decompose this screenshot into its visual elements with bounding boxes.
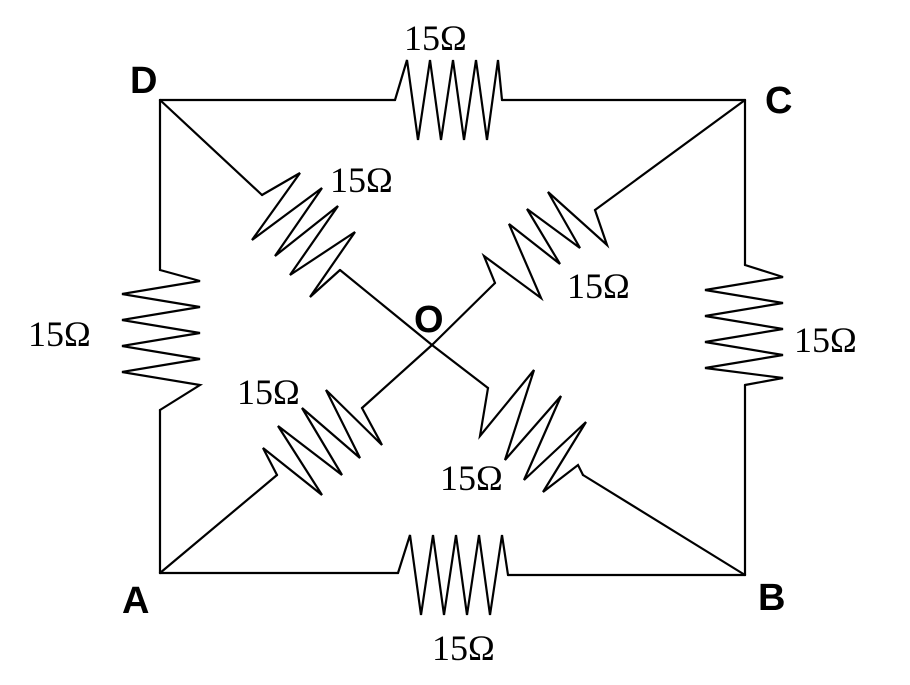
outer-wires [158, 98, 747, 577]
resistor-d-to-o [251, 172, 356, 298]
resistor-a-to-o [262, 389, 383, 496]
node-labels: D C A B O [122, 60, 792, 622]
wire-resistor-to-c [593, 98, 747, 212]
label-resistor-top: 15Ω [404, 18, 467, 58]
wire-d-to-resistor [158, 98, 264, 197]
label-resistor-o-to-c: 15Ω [567, 266, 630, 306]
label-resistor-right: 15Ω [794, 320, 857, 360]
resistor-o-to-b [478, 369, 587, 493]
wire-o-to-resistor-lower [430, 343, 490, 390]
node-label-a: A [122, 580, 149, 622]
label-resistor-o-to-b: 15Ω [440, 458, 503, 498]
node-label-c: C [765, 80, 792, 122]
resistor-right [704, 263, 784, 387]
node-label-o: O [414, 299, 444, 341]
label-resistor-left: 15Ω [28, 314, 91, 354]
wire-o-to-resistor-right [430, 281, 497, 347]
wire-a-to-resistor [158, 473, 279, 575]
label-resistor-a-to-o: 15Ω [237, 372, 300, 412]
wire-resistor-to-o-upper [338, 268, 434, 347]
node-label-b: B [758, 577, 785, 619]
diagonal-wires [158, 98, 747, 577]
resistor-bottom [396, 534, 510, 616]
wire-resistor-to-o-left [360, 343, 434, 410]
resistor-top [393, 59, 504, 141]
outer-resistors [121, 59, 784, 616]
resistor-left [121, 268, 204, 412]
resistor-labels: 15Ω 15Ω 15Ω 15Ω 15Ω 15Ω 15Ω 15Ω [28, 18, 857, 668]
label-resistor-d-to-o: 15Ω [330, 160, 393, 200]
label-resistor-bottom: 15Ω [432, 628, 495, 668]
node-label-d: D [130, 60, 157, 102]
wire-resistor-to-b [581, 473, 747, 577]
diagonal-resistors [251, 172, 610, 496]
resistor-o-to-c [481, 191, 610, 302]
